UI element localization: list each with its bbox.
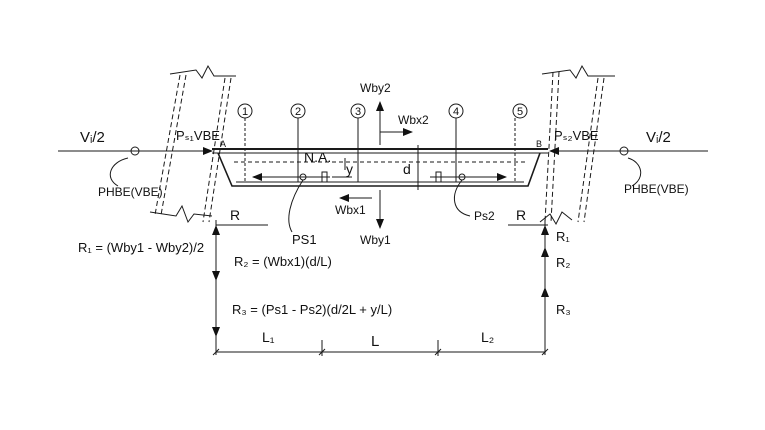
ps2-label: Ps2 xyxy=(474,209,495,223)
y-label: y xyxy=(346,161,353,177)
station-4-marker xyxy=(448,103,464,119)
station-2-label: 2 xyxy=(295,106,301,118)
force-arrows xyxy=(58,101,708,233)
ps1vbe-label: Pₛ₁VBE xyxy=(176,128,220,143)
l2-label: L₂ xyxy=(481,329,494,345)
station-3-label: 3 xyxy=(355,106,361,118)
neutral-axis-label: N.A. xyxy=(304,149,331,165)
station-5-marker xyxy=(512,103,528,119)
r3-equation: R₃ = (Ps1 - Ps2)(d/2L + y/L) xyxy=(232,302,392,317)
reactions xyxy=(212,220,549,355)
dimension-line xyxy=(212,340,549,356)
r3-label: R₃ xyxy=(556,302,571,317)
point-a-label: A xyxy=(220,139,226,149)
phbe-left-label: PHBE(VBE) xyxy=(98,185,163,199)
station-3-marker xyxy=(350,103,366,119)
r1-equation: R₁ = (Wby1 - Wby2)/2 xyxy=(78,240,204,255)
r-right-label: R xyxy=(516,207,526,223)
l-label: L xyxy=(371,333,379,350)
d-label: d xyxy=(403,161,411,177)
wby1-label: Wby1 xyxy=(360,233,391,247)
vi-left-label: Vᵢ/2 xyxy=(80,129,105,146)
r2-label: R₂ xyxy=(556,255,570,270)
station-5-label: 5 xyxy=(517,106,523,118)
beam xyxy=(212,118,548,190)
wbx1-label: Wbx1 xyxy=(335,203,366,217)
r2-equation: R₂ = (Wbx1)(d/L) xyxy=(234,254,332,269)
station-1-marker xyxy=(237,103,253,119)
wby2-label: Wby2 xyxy=(360,81,391,95)
right-column xyxy=(539,64,615,226)
ps2vbe-label: Pₛ₂VBE xyxy=(554,128,599,143)
vi-right-label: Vᵢ/2 xyxy=(646,129,671,146)
wbx2-label: Wbx2 xyxy=(398,113,429,127)
r1-label: R₁ xyxy=(556,229,570,244)
phbe-right-label: PHBE(VBE) xyxy=(624,182,689,196)
l1-label: L₁ xyxy=(262,329,275,345)
station-markers: 1 2 3 4 5 xyxy=(237,103,528,119)
text-labels: Vᵢ/2 Vᵢ/2 Pₛ₁VBE Pₛ₂VBE A B Wby2 Wbx2 Wb… xyxy=(78,81,689,350)
station-2-marker xyxy=(290,103,306,119)
point-b-label: B xyxy=(536,139,542,149)
station-1-label: 1 xyxy=(242,106,248,118)
r-left-label: R xyxy=(230,207,240,223)
station-4-label: 4 xyxy=(453,106,459,118)
ps1-label: PS1 xyxy=(292,232,317,247)
